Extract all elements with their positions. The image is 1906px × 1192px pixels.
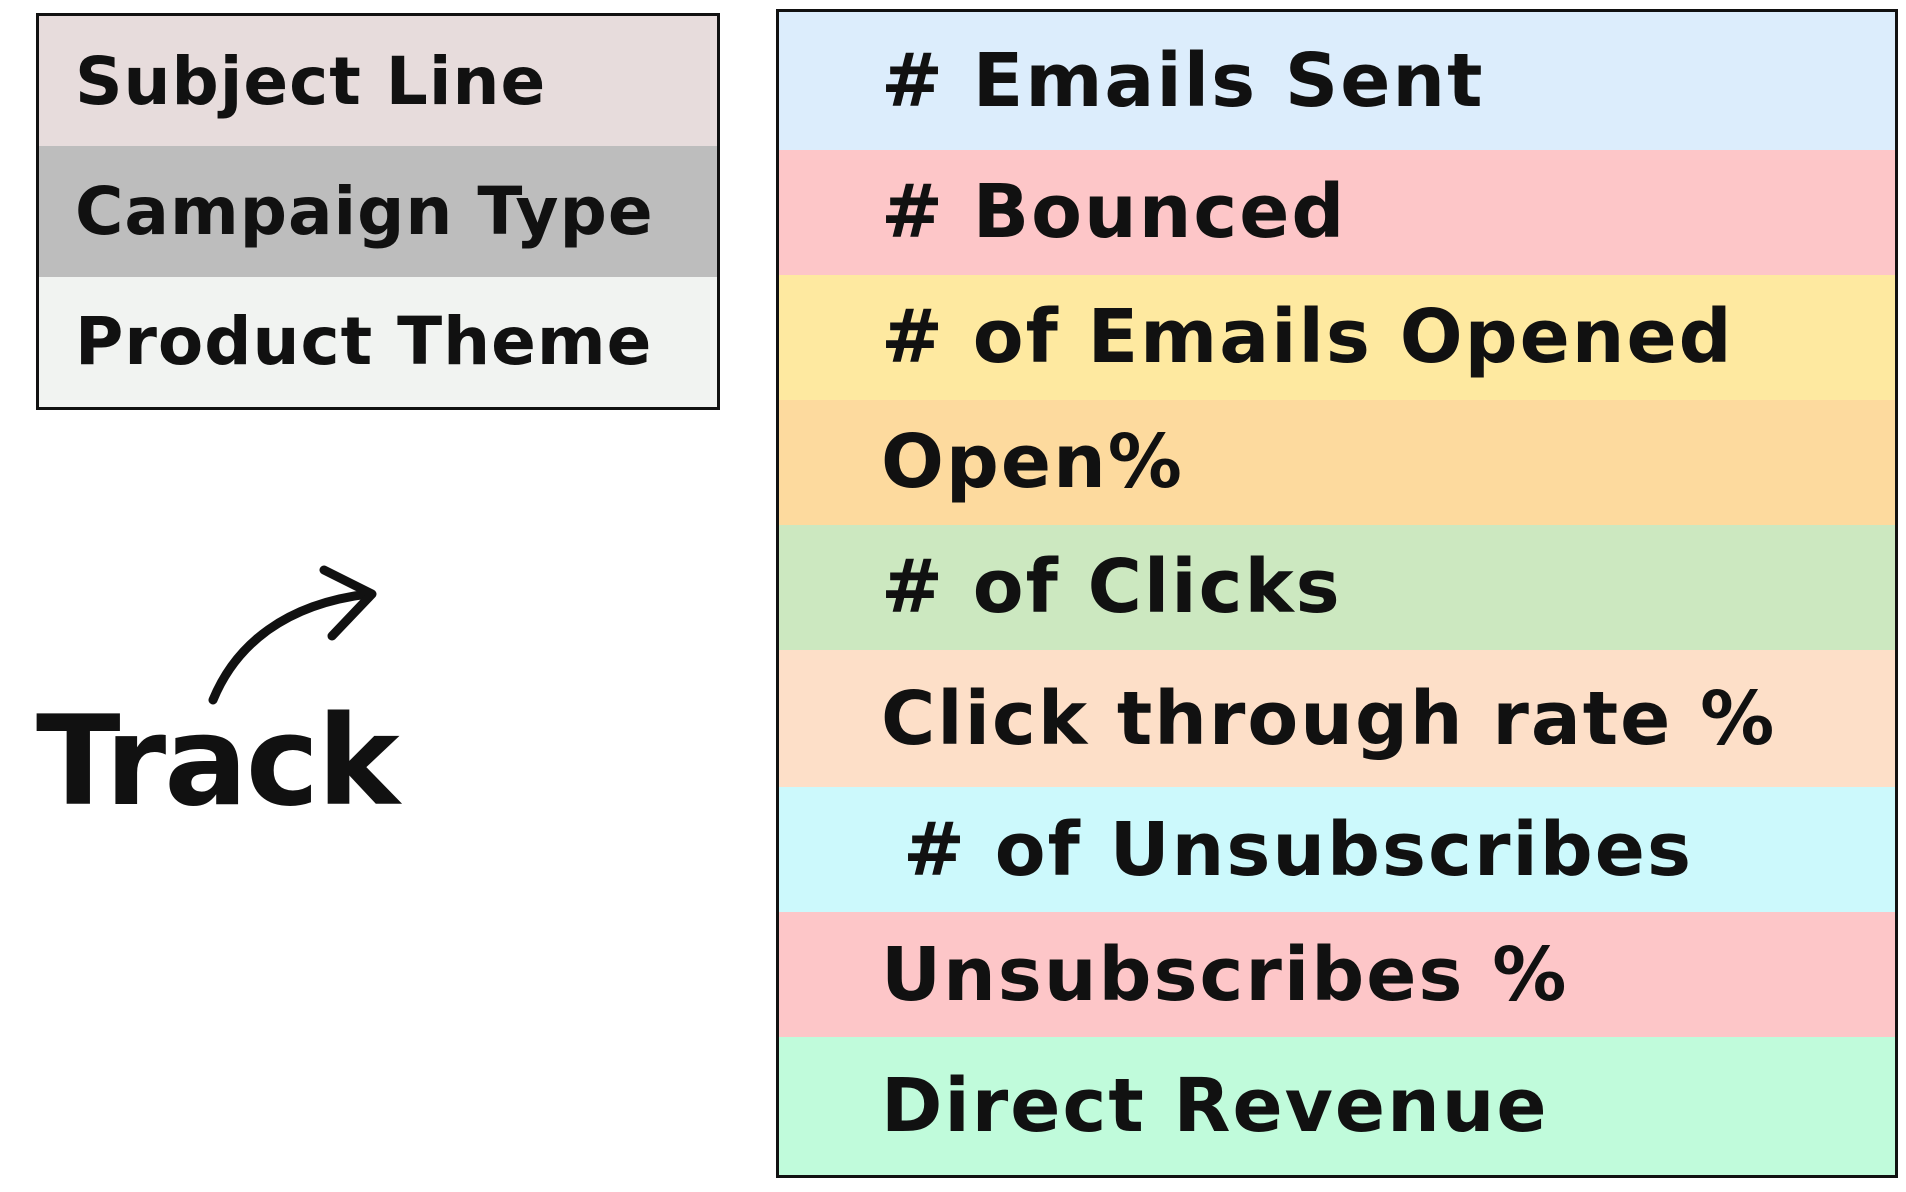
metric-open-percent: Open% bbox=[779, 399, 1895, 525]
dimension-subject-line: Subject Line bbox=[39, 16, 717, 147]
metrics-box: # Emails Sent # Bounced # of Emails Open… bbox=[776, 9, 1898, 1178]
curved-arrow-icon bbox=[208, 565, 377, 705]
metric-unsubscribes: # of Unsubscribes bbox=[779, 787, 1895, 913]
metric-unsubscribes-percent: Unsubscribes % bbox=[779, 912, 1895, 1038]
metric-click-through-rate: Click through rate % bbox=[779, 649, 1895, 788]
metric-emails-opened: # of Emails Opened bbox=[779, 274, 1895, 400]
metric-emails-sent: # Emails Sent bbox=[779, 12, 1895, 150]
track-label: Track bbox=[36, 690, 400, 834]
metric-direct-revenue: Direct Revenue bbox=[779, 1037, 1895, 1175]
dimension-campaign-type: Campaign Type bbox=[39, 146, 717, 277]
dimensions-box: Subject Line Campaign Type Product Theme bbox=[36, 13, 720, 410]
metric-bounced: # Bounced bbox=[779, 149, 1895, 275]
metric-clicks: # of Clicks bbox=[779, 524, 1895, 650]
dimension-product-theme: Product Theme bbox=[39, 276, 717, 407]
